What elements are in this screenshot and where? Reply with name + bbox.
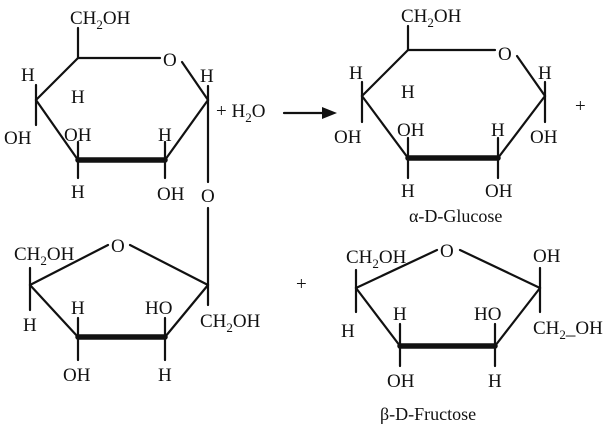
atom-oh: OH: [157, 184, 185, 205]
atom-ho: HO: [145, 298, 172, 319]
atom-oh: OH: [533, 246, 561, 267]
atom-oh: OH: [397, 120, 425, 141]
atom-h: H: [71, 87, 85, 108]
atom-ho: HO: [474, 304, 501, 325]
atom-oh: OH: [4, 128, 32, 149]
atom-oh: OH: [334, 127, 362, 148]
atom-h: H: [341, 321, 355, 342]
atom-oh: OH: [485, 181, 513, 202]
atom-ch2oh: CH2OH: [70, 8, 131, 32]
atom-ring-oxygen: O: [498, 44, 512, 65]
atom-ring-oxygen: O: [111, 236, 125, 257]
sucrose-glucose-ring: [34, 26, 210, 184]
atom-ring-oxygen: O: [163, 50, 177, 71]
plus-sign: +: [575, 96, 586, 117]
atom-h: H: [158, 125, 172, 146]
atom-h: H: [158, 365, 172, 386]
atom-h: H: [393, 304, 407, 325]
atom-oh: OH: [63, 365, 91, 386]
glucose-ring: [360, 24, 547, 180]
atom-oh: OH: [387, 371, 415, 392]
atom-h: H: [71, 298, 85, 319]
atom-ring-oxygen: O: [440, 241, 454, 262]
atom-h: H: [71, 182, 85, 203]
atom-h: H: [21, 65, 35, 86]
atom-oh: OH: [64, 125, 92, 146]
atom-h: H: [491, 120, 505, 141]
caption-fructose: β-D-Fructose: [380, 404, 476, 424]
atom-h: H: [401, 82, 415, 103]
reaction-arrow: [282, 107, 337, 119]
atom-glycosidic-oxygen: O: [201, 186, 215, 207]
atom-h: H: [401, 181, 415, 202]
atom-ch2oh: CH2_OH: [533, 318, 603, 342]
atom-h: H: [23, 315, 37, 336]
atom-h: H: [349, 63, 363, 84]
atom-h: H: [538, 63, 552, 84]
sucrose-fructose-ring: [28, 206, 210, 362]
atom-ch2oh: CH2OH: [14, 244, 75, 268]
atom-oh: OH: [530, 127, 558, 148]
caption-glucose: α-D-Glucose: [409, 206, 502, 226]
atom-h: H: [200, 66, 214, 87]
water-reactant: + H2O: [216, 101, 265, 125]
atom-ch2oh: CH2OH: [346, 247, 407, 271]
atom-ch2oh: CH2OH: [200, 311, 261, 335]
atom-h: H: [488, 371, 502, 392]
fructose-ring: [354, 248, 542, 368]
plus-sign: +: [296, 274, 307, 295]
atom-ch2oh: CH2OH: [401, 6, 462, 30]
